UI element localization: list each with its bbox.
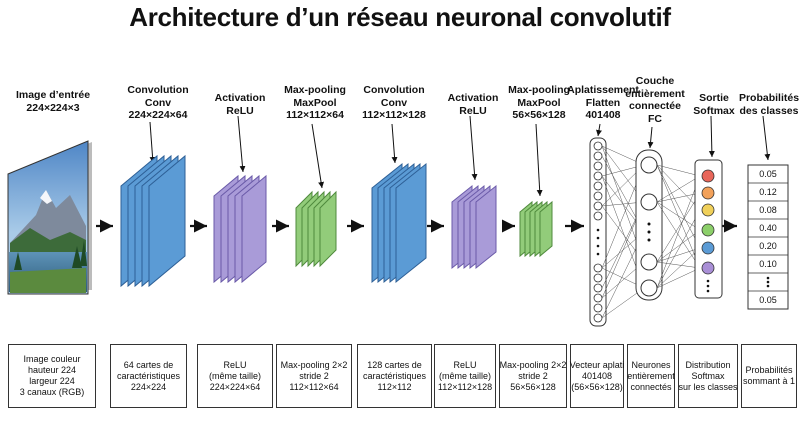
probability-table: 0.05 0.12 0.08 0.40 0.20 0.10 0.05 xyxy=(747,164,789,310)
fc-layer xyxy=(635,149,663,301)
softmax-node-5 xyxy=(701,241,715,255)
prob-7: 0.05 xyxy=(759,295,777,305)
prob-4: 0.40 xyxy=(759,223,777,233)
prob-2: 0.12 xyxy=(759,187,777,197)
softmax-node-6 xyxy=(701,261,715,275)
flatten-vector xyxy=(589,137,607,327)
caption-relu2: ReLU(même taille)112×112×128 xyxy=(434,344,496,408)
input-image xyxy=(7,140,92,295)
softmax-node-2 xyxy=(701,186,715,200)
relu1-block xyxy=(213,174,267,284)
prob-6: 0.10 xyxy=(759,259,777,269)
prob-1: 0.05 xyxy=(759,169,777,179)
softmax-node-1 xyxy=(701,169,715,183)
connections-fc-softmax xyxy=(656,164,701,289)
conv2-block xyxy=(371,162,427,284)
pool2-block xyxy=(519,200,553,258)
page-title: Architecture d’un réseau neuronal convol… xyxy=(129,2,671,32)
softmax-node-4 xyxy=(701,223,715,237)
pool1-block xyxy=(295,190,337,268)
conv1-block xyxy=(120,154,186,288)
softmax-node-3 xyxy=(701,203,715,217)
relu2-block xyxy=(451,184,497,270)
prob-3: 0.08 xyxy=(759,205,777,215)
connections-flatten-fc xyxy=(601,145,645,319)
softmax-layer xyxy=(694,159,723,299)
caption-relu1: ReLU(même taille)224×224×64 xyxy=(197,344,273,408)
label-pointers xyxy=(149,115,771,197)
prob-5: 0.20 xyxy=(759,241,777,251)
